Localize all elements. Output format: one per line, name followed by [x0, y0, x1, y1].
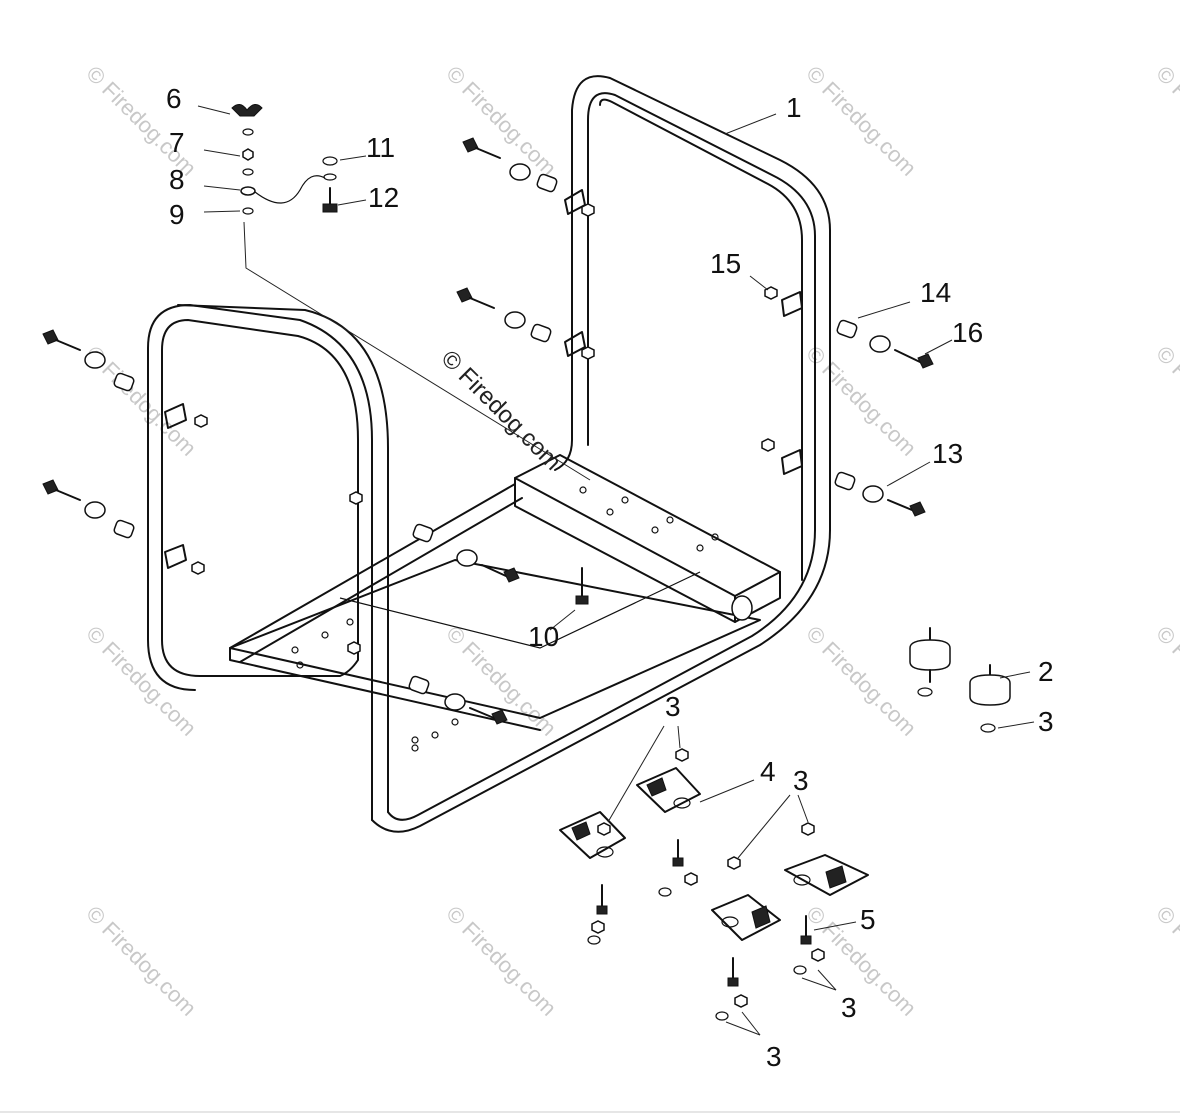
watermark: © Firedog.com [81, 901, 201, 1021]
callout-10: 10 [528, 621, 559, 652]
callout-16: 16 [952, 317, 983, 348]
callout-labels: 1 2 3 3 3 3 3 4 5 6 7 8 9 10 11 12 13 14… [166, 83, 1054, 1072]
callout-1: 1 [786, 92, 802, 123]
callout-2: 2 [1038, 656, 1054, 687]
ground-wire-hardware [231, 104, 591, 481]
frame-assembly [147, 75, 831, 833]
foot-hardware [587, 748, 825, 1021]
frame-bolts [42, 137, 934, 725]
watermark: © Firedog.com [801, 621, 921, 741]
watermark: © Firedog.com [81, 61, 201, 181]
frame-nuts [191, 203, 778, 655]
callout-3: 3 [841, 992, 857, 1023]
watermark: © Firedog.com [801, 61, 921, 181]
center-watermark: © Firedog.com [436, 345, 567, 476]
callout-3: 3 [1038, 706, 1054, 737]
callout-7: 7 [169, 127, 185, 158]
callout-3: 3 [793, 765, 809, 796]
vibration-mounts [909, 627, 1011, 733]
watermark: © Firedog.com [1151, 61, 1180, 181]
callout-3: 3 [665, 691, 681, 722]
callout-4: 4 [760, 756, 776, 787]
callout-9: 9 [169, 199, 185, 230]
callout-8: 8 [169, 164, 185, 195]
callout-3: 3 [766, 1041, 782, 1072]
callout-5: 5 [860, 904, 876, 935]
watermark: © Firedog.com [441, 901, 561, 1021]
watermark: © Firedog.com [801, 341, 921, 461]
callout-6: 6 [166, 83, 182, 114]
base-plate [229, 559, 761, 731]
watermark: © Firedog.com [1151, 621, 1180, 741]
callout-11: 11 [366, 132, 395, 163]
plate-holes [291, 486, 719, 752]
callout-13: 13 [932, 438, 963, 469]
watermark: © Firedog.com [81, 621, 201, 741]
watermark: © Firedog.com [441, 61, 561, 181]
callout-12: 12 [368, 182, 399, 213]
watermark: © Firedog.com [1151, 341, 1180, 461]
cross-channel [514, 454, 781, 623]
watermark: © Firedog.com [1151, 901, 1180, 1021]
callout-14: 14 [920, 277, 951, 308]
callout-15: 15 [710, 248, 741, 279]
leader-lines [197, 105, 1035, 1036]
foot-brackets [559, 767, 869, 941]
